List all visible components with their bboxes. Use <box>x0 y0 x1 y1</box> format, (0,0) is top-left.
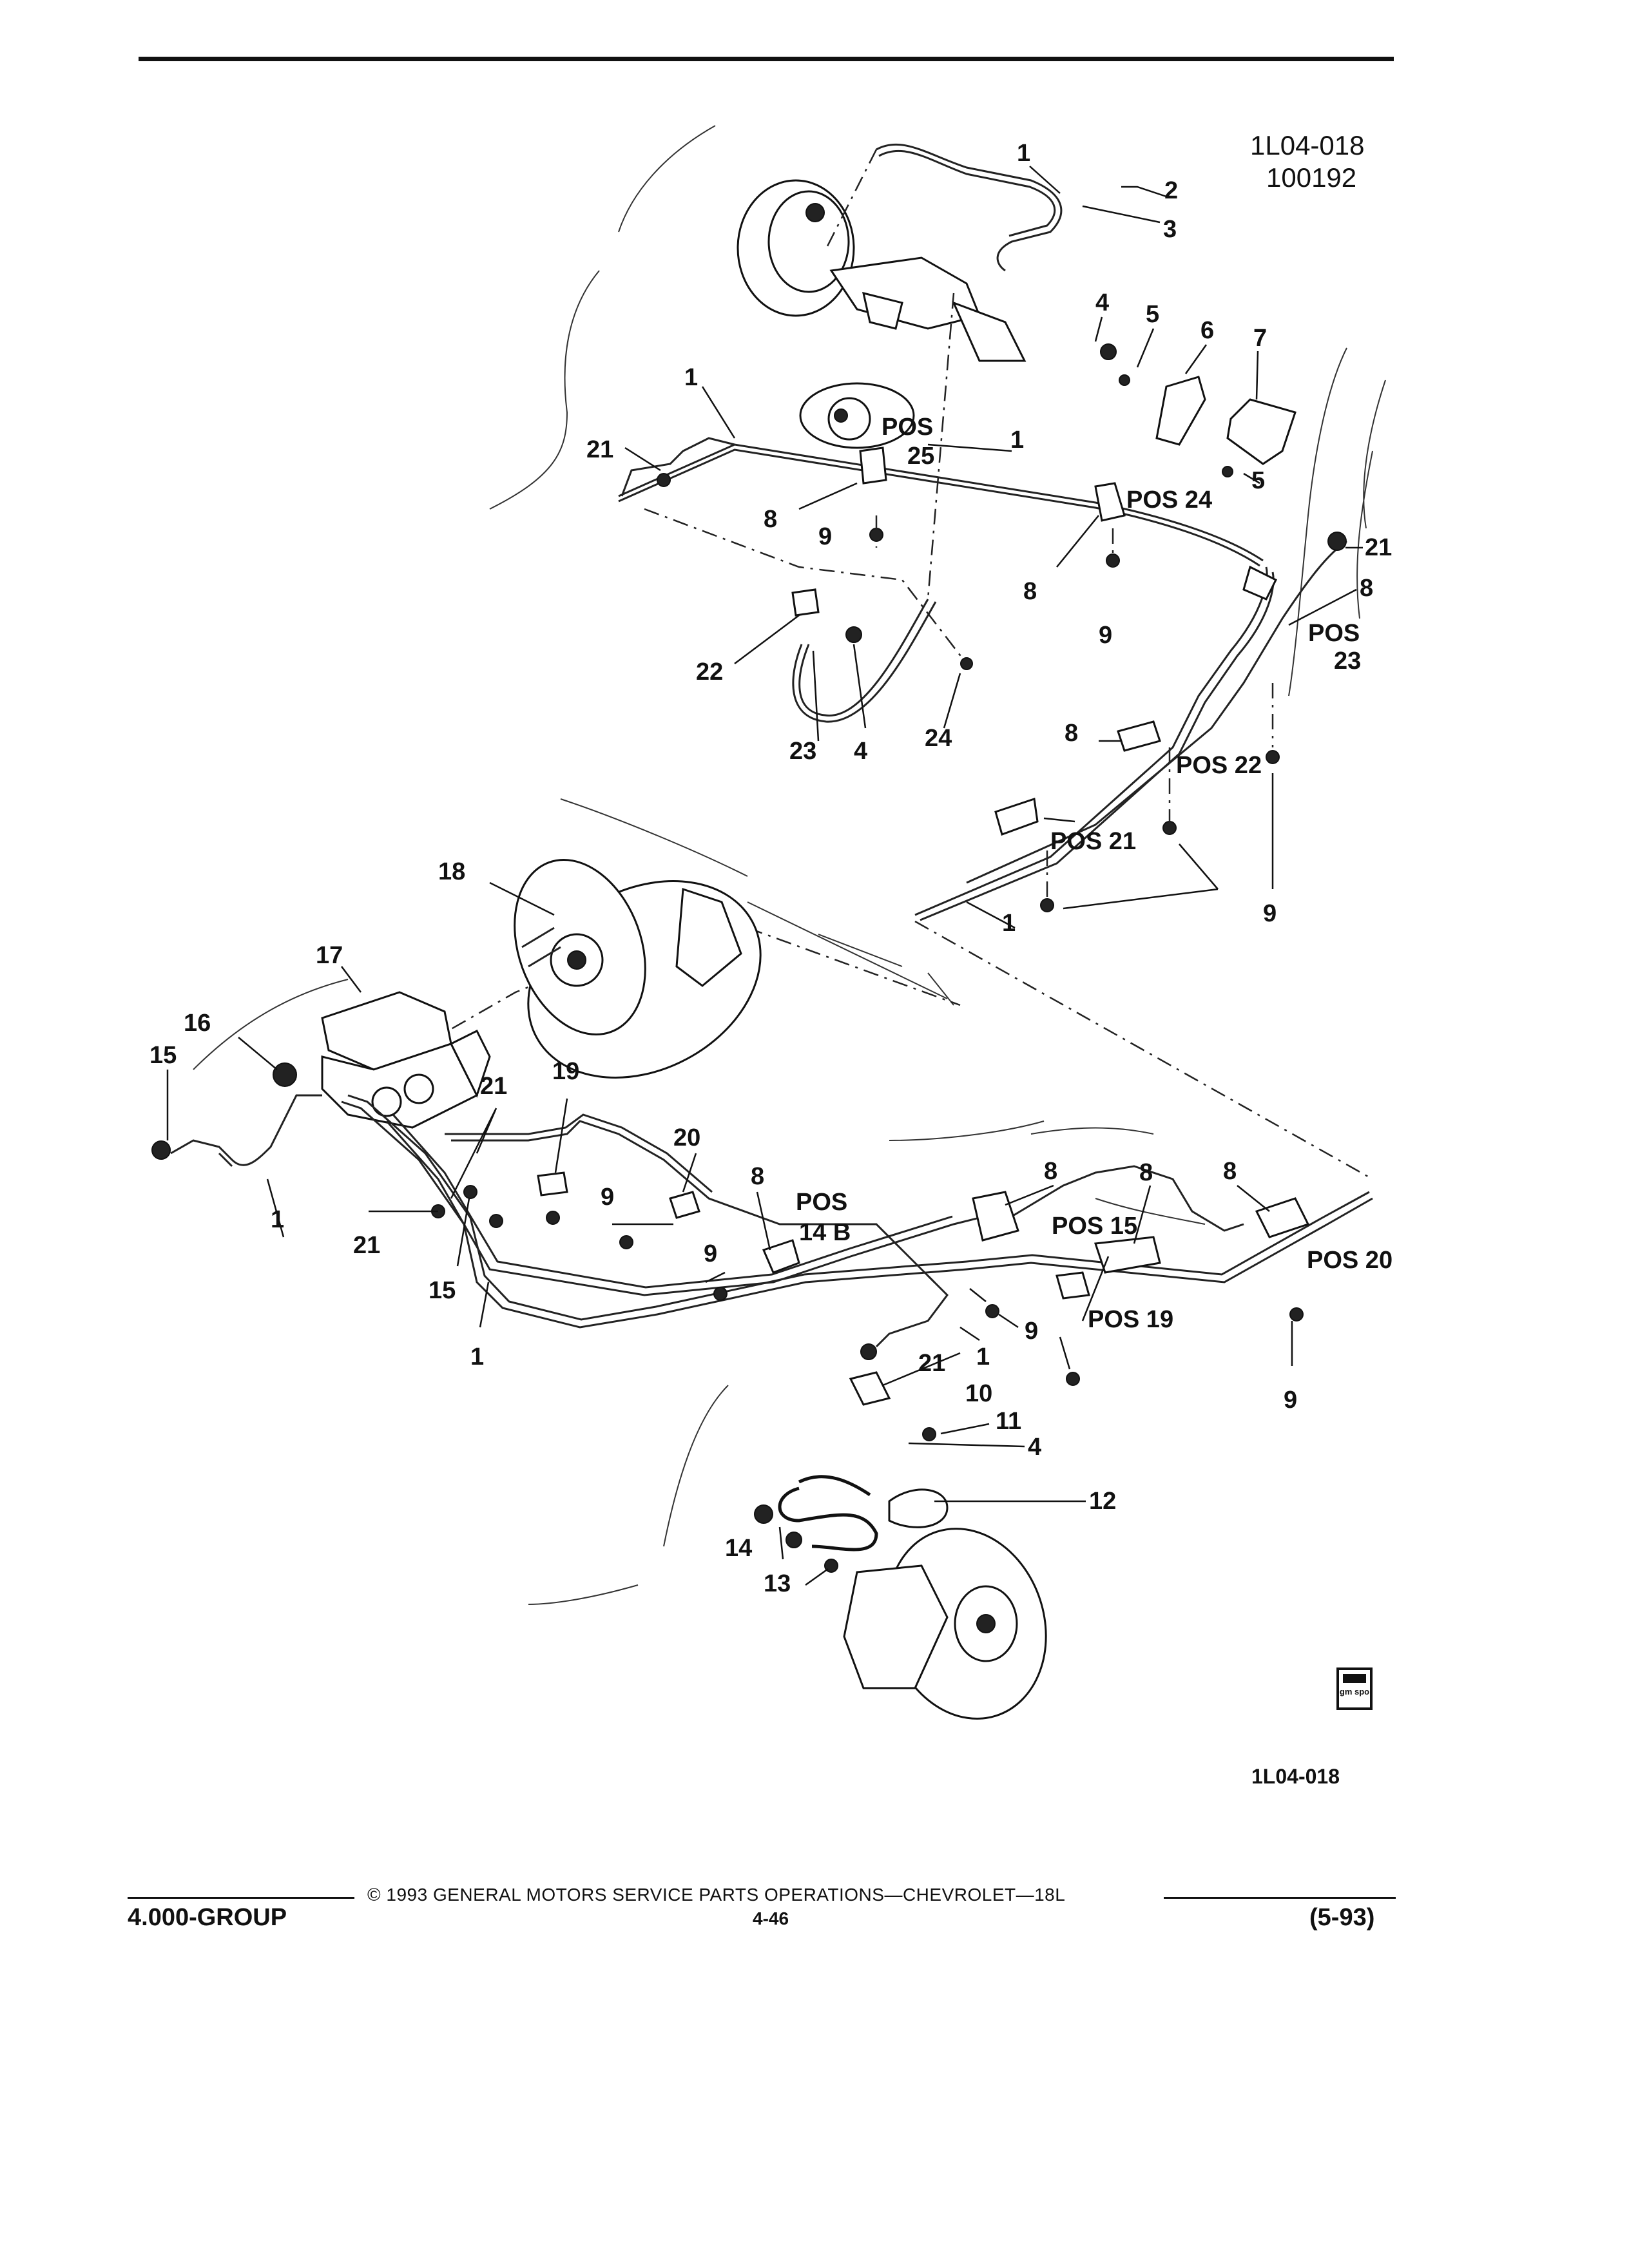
callout-6: 6 <box>1200 317 1214 344</box>
pos-21-label: POS 21 <box>1050 828 1136 855</box>
pos-25-label: POS <box>882 414 933 441</box>
callout-19: 19 <box>552 1058 579 1085</box>
callout-20: 20 <box>673 1124 700 1151</box>
brake-booster <box>514 858 762 1079</box>
callout-14: 14 <box>725 1535 752 1562</box>
callout-5: 5 <box>1146 301 1159 328</box>
callout-9e: 9 <box>704 1240 717 1267</box>
callout-10: 10 <box>965 1380 992 1407</box>
callout-24: 24 <box>925 725 952 752</box>
front-brake-lines <box>170 1094 1373 1348</box>
footer-revision: (5-93) <box>1309 1904 1375 1931</box>
callout-9g: 9 <box>1284 1387 1297 1414</box>
logo-text: gm spo <box>1340 1687 1369 1696</box>
callout-4c: 4 <box>1028 1434 1041 1461</box>
leader-lines <box>166 166 1363 1586</box>
line-clips-upper <box>657 447 1347 912</box>
footer-page-number: 4-46 <box>753 1908 789 1928</box>
pos-25-number: 25 <box>907 443 934 470</box>
rear-drum-assembly <box>737 179 1027 449</box>
front-caliper-assembly <box>754 1475 1047 1720</box>
callout-8b: 8 <box>1023 578 1037 605</box>
callout-8a: 8 <box>764 506 777 533</box>
callout-17: 17 <box>316 942 343 969</box>
master-cylinder <box>193 979 491 1129</box>
callout-23: 23 <box>789 738 816 765</box>
pos-15-label: POS 15 <box>1052 1213 1137 1240</box>
callout-1g: 1 <box>976 1343 990 1370</box>
callout-11: 11 <box>996 1408 1021 1435</box>
top-rule <box>139 57 1394 61</box>
pos-19-label: POS 19 <box>1088 1306 1173 1333</box>
callout-4: 4 <box>1095 289 1109 316</box>
callout-9c: 9 <box>1263 900 1277 927</box>
pos-14b-number: 14 B <box>799 1219 851 1246</box>
callout-8c: 8 <box>1360 575 1373 602</box>
gm-spo-logo: gm spo <box>1336 1667 1373 1710</box>
callout-21e: 21 <box>918 1350 945 1377</box>
rear-brackets <box>1100 343 1296 477</box>
pos-22-label: POS 22 <box>1176 752 1262 779</box>
callout-18: 18 <box>438 858 465 885</box>
callout-1c: 1 <box>1010 427 1024 454</box>
callout-2: 2 <box>1164 177 1178 204</box>
callout-7: 7 <box>1253 325 1267 352</box>
callout-1e: 1 <box>470 1343 484 1370</box>
callout-9f: 9 <box>1025 1318 1038 1345</box>
callout-1: 1 <box>1017 140 1030 167</box>
callout-21c: 21 <box>480 1073 507 1100</box>
pos-23-number: 23 <box>1334 648 1361 675</box>
footer-group: 4.000-GROUP <box>128 1904 287 1931</box>
callout-8h: 8 <box>1223 1158 1237 1185</box>
callout-3: 3 <box>1163 216 1177 243</box>
pos-14b-label: POS <box>796 1189 847 1216</box>
position-labels: POS 25 POS 24 POS 23 POS 22 POS 21 POS 1… <box>796 414 1393 1333</box>
pos-24-label: POS 24 <box>1126 486 1212 514</box>
callout-8f: 8 <box>1044 1158 1057 1185</box>
callout-5b: 5 <box>1251 467 1265 494</box>
figure-date-code: 100192 <box>1266 162 1356 193</box>
callout-9d: 9 <box>601 1184 614 1211</box>
callout-1d: 1 <box>1002 910 1016 937</box>
callout-21a: 21 <box>586 436 613 463</box>
callout-21d: 21 <box>353 1232 380 1259</box>
callout-labels: 1 2 3 4 5 6 7 1 1 5 21 8 9 8 9 21 8 22 2… <box>149 140 1392 1597</box>
callout-13: 13 <box>764 1570 791 1597</box>
footer-copyright: © 1993 GENERAL MOTORS SERVICE PARTS OPER… <box>367 1885 1066 1905</box>
callout-12: 12 <box>1089 1488 1116 1515</box>
pos-20-label: POS 20 <box>1307 1247 1393 1274</box>
callout-21b: 21 <box>1365 534 1392 561</box>
callout-15b: 15 <box>429 1277 456 1304</box>
callout-16: 16 <box>184 1010 211 1037</box>
callout-1b: 1 <box>684 364 698 391</box>
callout-9a: 9 <box>818 523 832 550</box>
front-clips <box>151 1140 1310 1441</box>
pos-23-label: POS <box>1308 620 1360 647</box>
callout-8g: 8 <box>1139 1159 1153 1186</box>
rear-brake-lines <box>618 143 1347 921</box>
routing-dash-lines <box>425 508 1373 1180</box>
callout-22: 22 <box>696 658 723 686</box>
callout-8d: 8 <box>1065 720 1078 747</box>
footer-rule-right <box>1164 1897 1396 1899</box>
callout-15a: 15 <box>149 1042 177 1069</box>
body-outline <box>489 125 1386 1605</box>
callout-8e: 8 <box>751 1163 764 1190</box>
callout-1f: 1 <box>271 1206 284 1233</box>
figure-id-bottom: 1L04-018 <box>1251 1765 1340 1788</box>
footer-rule-left <box>128 1897 354 1899</box>
callout-4b: 4 <box>854 738 867 765</box>
figure-id-top: 1L04-018 <box>1250 130 1365 160</box>
callout-9b: 9 <box>1099 622 1112 649</box>
